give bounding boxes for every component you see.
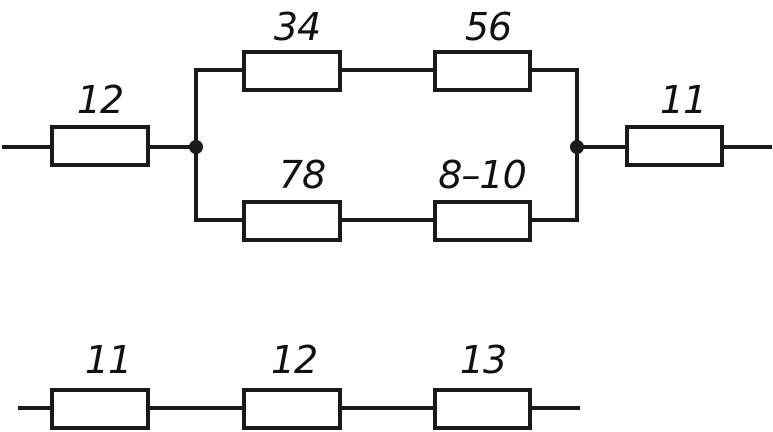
- resistor-bottom-3: [433, 388, 532, 430]
- resistor-upper-1: [242, 50, 342, 92]
- junction-node-left: [189, 140, 203, 154]
- resistor-upper-2: [433, 50, 532, 92]
- label-lower-1: 78: [279, 153, 325, 197]
- resistor-lower-2: [433, 200, 532, 242]
- label-bottom-3: 13: [460, 338, 506, 382]
- label-bottom-2: 12: [271, 338, 317, 382]
- resistor-bottom-2: [242, 388, 342, 430]
- resistor-right: [625, 125, 724, 167]
- label-right-resistor: 11: [660, 78, 706, 122]
- resistor-lower-1: [242, 200, 342, 242]
- label-upper-1: 34: [274, 5, 320, 49]
- label-left-resistor: 12: [77, 78, 123, 122]
- label-lower-2: 8–10: [438, 153, 526, 197]
- label-upper-2: 56: [465, 5, 511, 49]
- junction-node-right: [570, 140, 584, 154]
- top-circuit: 12 34 56 78 8–10 11: [2, 5, 772, 242]
- bottom-circuit: 11 12 13: [18, 338, 580, 430]
- resistor-bottom-1: [50, 388, 150, 430]
- label-bottom-1: 11: [85, 338, 131, 382]
- resistor-left: [50, 125, 150, 167]
